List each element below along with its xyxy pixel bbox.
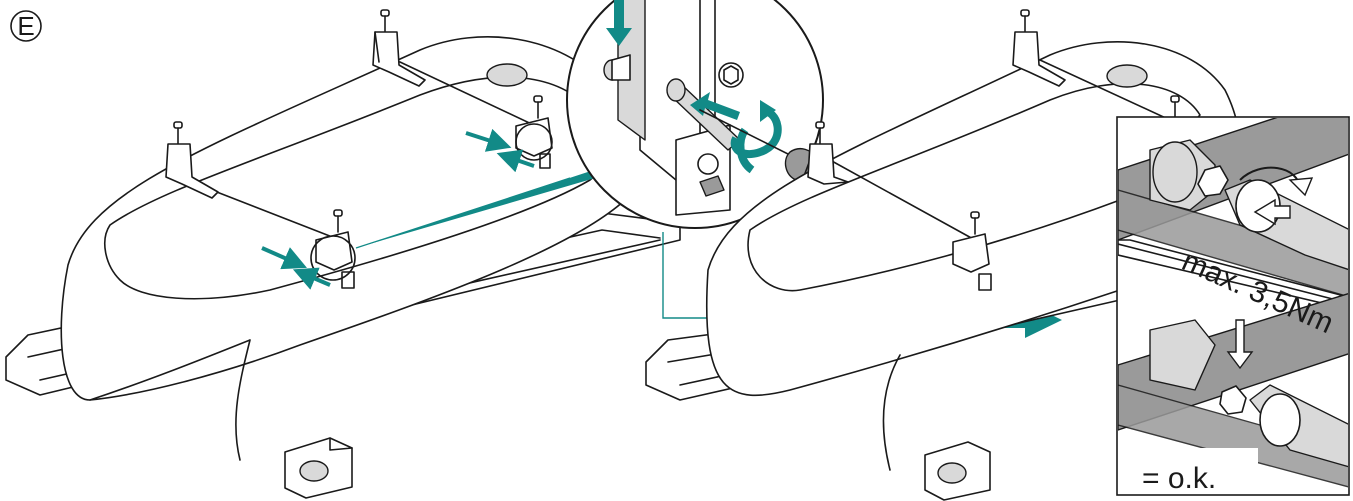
mounting-clamp-icon xyxy=(315,209,355,289)
tie-rod xyxy=(399,61,541,129)
bathtub-left-side xyxy=(89,339,251,461)
push-arrow-icon xyxy=(261,128,535,290)
bathtub-left-rim xyxy=(104,76,606,300)
push-down-arrow-icon xyxy=(606,0,632,46)
drain-icon xyxy=(486,63,528,87)
step-circle-icon xyxy=(10,10,42,42)
detail-magnifier xyxy=(566,0,824,229)
mounting-clamp-icon xyxy=(1012,9,1066,87)
bathtub-left-body xyxy=(60,36,633,401)
rotate-arrow-icon xyxy=(730,106,782,159)
hex-nut-icon xyxy=(1197,165,1229,197)
mounting-clamp-icon xyxy=(515,95,553,169)
hex-nut-icon xyxy=(1219,385,1247,415)
step-label: E xyxy=(17,11,34,41)
mounting-clamp-icon xyxy=(952,211,992,291)
bathtub-left-foot-edge xyxy=(329,437,353,451)
mounting-clamp-icon xyxy=(372,9,426,87)
ok-label: = o.k. xyxy=(1142,462,1216,495)
push-arrow-icon xyxy=(1253,198,1291,226)
push-arrow-icon xyxy=(690,92,740,120)
detail-highlight-circle xyxy=(515,123,553,161)
bathtub-right-foot-pad xyxy=(937,462,967,484)
torque-detail-panel: max. 3,5Nm = o.k. xyxy=(1116,116,1350,496)
bathtub-right-rim xyxy=(747,82,1201,292)
detail-highlight-circle xyxy=(310,235,356,281)
bathtub-left-foot-pad xyxy=(299,460,329,482)
mounting-clamp-icon xyxy=(1170,95,1180,119)
bathtub-right-side xyxy=(882,354,901,471)
bathtub-left xyxy=(5,9,681,499)
mounting-clamp-icon xyxy=(807,121,849,185)
down-arrow-icon xyxy=(1226,319,1254,370)
bathtub-right xyxy=(645,9,1240,501)
tie-rod xyxy=(1039,59,1171,121)
step-badge: E xyxy=(10,10,42,42)
tie-rod xyxy=(829,159,976,241)
drain-icon xyxy=(1106,64,1148,88)
mounting-clamp-icon xyxy=(165,121,219,199)
